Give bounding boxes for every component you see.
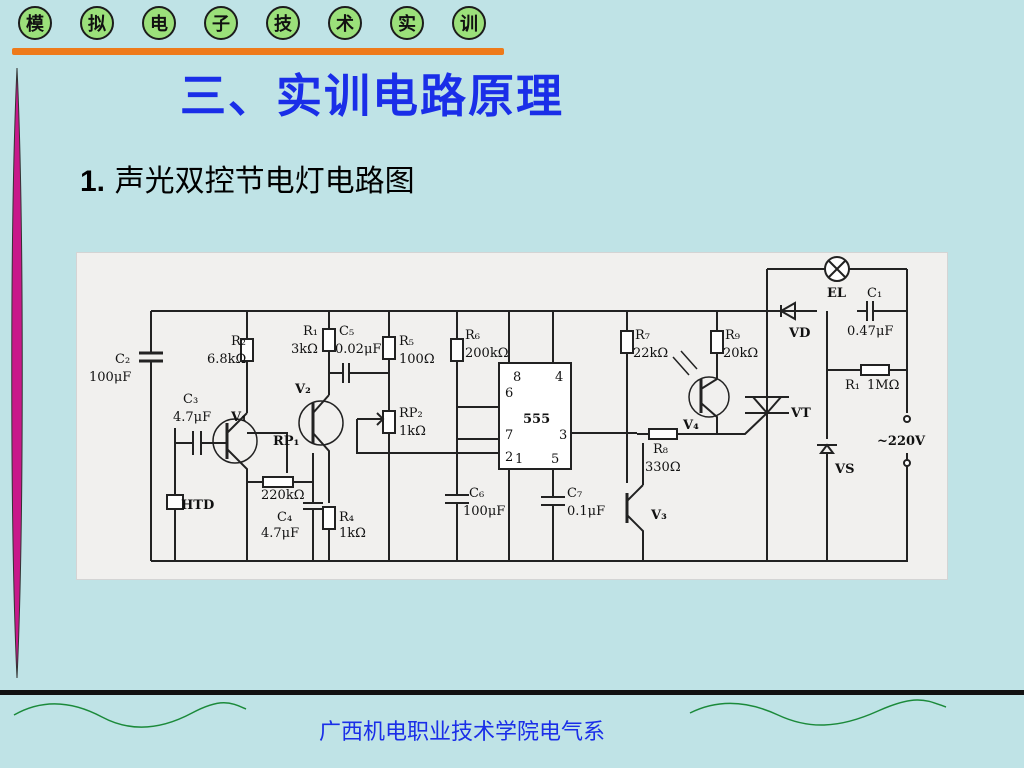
label-RP2-value: 1kΩ (399, 424, 426, 439)
label-R7: R₇ (635, 328, 650, 343)
label-R1b: R₁ (845, 378, 860, 393)
ic-pin-2: 2 (505, 450, 513, 465)
label-R8-value: 330Ω (645, 460, 681, 475)
label-RP1-value: 220kΩ (261, 488, 304, 503)
circuit-labels: C₂ 100μF C₃ 4.7μF V₁ R₂ 6.8kΩ R₁ 3kΩ C₅ … (89, 286, 926, 541)
label-EL: EL (827, 286, 846, 301)
label-VT: VT (790, 406, 811, 421)
label-R9-value: 20kΩ (723, 346, 758, 361)
side-ornament (11, 68, 23, 678)
label-C6: C₆ (469, 486, 484, 501)
label-V3: V₃ (650, 508, 667, 523)
label-RP2: RP₂ (399, 406, 423, 421)
label-R4-value: 1kΩ (339, 526, 366, 541)
label-V1: V₁ (230, 410, 247, 425)
label-R2: R₂ (231, 334, 246, 349)
footer-institution: 广西机电职业技术学院电气系 (318, 720, 605, 745)
slide-subtitle: 1. 声光双控节电灯电路图 (80, 156, 415, 200)
label-R1-value: 3kΩ (291, 342, 318, 357)
label-C1-value: 0.47μF (847, 324, 893, 339)
circuit-diagram: C₂ 100μF C₃ 4.7μF V₁ R₂ 6.8kΩ R₁ 3kΩ C₅ … (76, 252, 948, 580)
label-ac-220v: ~220V (877, 434, 926, 449)
label-R8: R₈ (653, 442, 668, 457)
ic-pin-5: 5 (551, 452, 559, 467)
label-R6-value: 200kΩ (465, 346, 508, 361)
subtitle-number: 1. (80, 165, 106, 198)
label-C1: C₁ (867, 286, 882, 301)
label-R9: R₉ (725, 328, 740, 343)
label-V4: V₄ (682, 418, 699, 433)
footer-divider (0, 690, 1024, 695)
label-V2: V₂ (294, 382, 311, 397)
label-R1b-value: 1MΩ (867, 378, 899, 393)
label-C4: C₄ (277, 510, 292, 525)
slide-title: 三、实训电路原理 (180, 69, 564, 123)
header-tab: 技 (266, 6, 300, 40)
header-tab: 拟 (80, 6, 114, 40)
label-VD: VD (788, 326, 810, 341)
circuit-schematic (139, 256, 911, 562)
header-tab: 电 (142, 6, 176, 40)
ic-pin-8: 8 (513, 370, 521, 385)
label-HTD: HTD (181, 498, 214, 513)
ic-pin-4: 4 (555, 370, 563, 385)
header-tab: 子 (204, 6, 238, 40)
label-C3: C₃ (183, 392, 198, 407)
label-C2-value: 100μF (89, 370, 131, 385)
header-underline (12, 48, 504, 55)
label-C5-value: 0.02μF (335, 342, 381, 357)
footer-wave-left (13, 702, 247, 728)
footer-wave-right (689, 699, 947, 726)
label-R6: R₆ (465, 328, 480, 343)
ic-pin-1: 1 (515, 452, 523, 467)
label-R4: R₄ (339, 510, 354, 525)
label-R7-value: 22kΩ (633, 346, 668, 361)
ic-pin-3: 3 (559, 428, 567, 443)
label-C6-value: 100μF (463, 504, 505, 519)
label-VS: VS (834, 462, 854, 477)
header-tab: 模 (18, 6, 52, 40)
label-R1: R₁ (303, 324, 318, 339)
label-R5-value: 100Ω (399, 352, 435, 367)
ic-pin-6: 6 (505, 386, 513, 401)
subtitle-text: 声光双控节电灯电路图 (105, 164, 415, 199)
label-C7: C₇ (567, 486, 582, 501)
header-tab: 术 (328, 6, 362, 40)
ic-555-label: 555 (523, 412, 550, 427)
header-tab: 训 (452, 6, 486, 40)
label-C3-value: 4.7μF (173, 410, 211, 425)
label-C7-value: 0.1μF (567, 504, 605, 519)
label-RP1: RP₁ (273, 434, 299, 449)
label-C2: C₂ (115, 352, 130, 367)
label-R5: R₅ (399, 334, 414, 349)
ic-pin-7: 7 (505, 428, 513, 443)
label-C4-value: 4.7μF (261, 526, 299, 541)
label-R2-value: 6.8kΩ (207, 352, 246, 367)
label-C5: C₅ (339, 324, 354, 339)
header-tab: 实 (390, 6, 424, 40)
